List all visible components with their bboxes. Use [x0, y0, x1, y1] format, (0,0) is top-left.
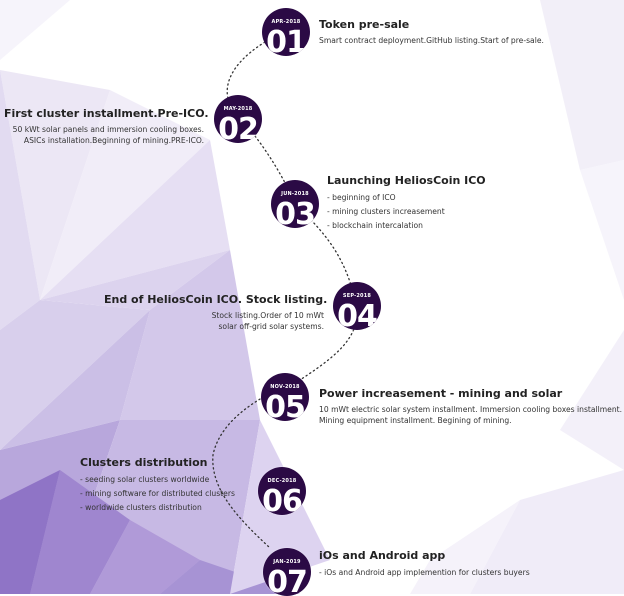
- timeline-date: JUN-2018: [281, 191, 309, 197]
- milestone-launching-ico: Launching HeliosCoin ICO - beginning of …: [327, 174, 486, 233]
- list-item: - worldwide clusters distribution: [80, 503, 202, 512]
- milestone-description: Smart contract deployment.GitHub listing…: [319, 36, 544, 45]
- milestone-description-line: 10 mWt electric solar system installment…: [319, 405, 623, 414]
- milestone-description-line: ASICs installation.Beginning of mining.P…: [23, 136, 204, 145]
- milestone-description-line: 50 kWt solar panels and immersion coolin…: [12, 125, 204, 134]
- list-item: - mining clusters increasement: [327, 207, 445, 216]
- milestone-description-line: solar off-grid solar systems.: [218, 322, 324, 331]
- milestone-clusters-distribution: Clusters distribution - seeding solar cl…: [80, 456, 235, 515]
- timeline-node-04: SEP-2018 04: [333, 282, 381, 330]
- timeline-number: 06: [262, 484, 303, 516]
- timeline-node-03: JUN-2018 03: [271, 180, 319, 228]
- timeline-node-01: APR-2018 01: [262, 8, 310, 56]
- milestone-description-line: Mining equipment installment. Begining o…: [319, 416, 512, 425]
- timeline-date: APR-2018: [271, 19, 301, 25]
- timeline-node-06: DEC-2018 06: [258, 467, 306, 515]
- milestone-ios-android-app: iOs and Android app - iOs and Android ap…: [319, 549, 530, 580]
- timeline-number: 07: [267, 565, 308, 596]
- milestone-bullets: - seeding solar clusters worldwide - min…: [80, 473, 235, 515]
- milestone-description: Stock listing.Order of 10 mWt solar off-…: [104, 310, 324, 332]
- timeline-node-02: MAY-2018 02: [214, 95, 262, 143]
- milestone-power-increasement: Power increasement - mining and solar 10…: [319, 387, 622, 426]
- list-item: - beginning of ICO: [327, 193, 396, 202]
- list-item: - iOs and Android app implemention for c…: [319, 568, 530, 577]
- milestone-bullets: - beginning of ICO - mining clusters inc…: [327, 191, 486, 233]
- timeline-number: 01: [266, 25, 307, 57]
- milestone-description-line: Stock listing.Order of 10 mWt: [211, 311, 324, 320]
- timeline-number: 03: [275, 197, 316, 229]
- milestone-title: Clusters distribution: [80, 456, 208, 469]
- milestone-title: Launching HeliosCoin ICO: [327, 174, 486, 187]
- milestone-title: iOs and Android app: [319, 549, 446, 562]
- timeline-date: NOV-2018: [270, 384, 300, 390]
- timeline-node-07: JAN-2019 07: [263, 548, 311, 596]
- milestone-title: First cluster installment.Pre-ICO.: [4, 107, 209, 120]
- milestone-end-of-ico: End of HeliosCoin ICO. Stock listing. St…: [104, 293, 328, 332]
- milestone-bullets: - iOs and Android app implemention for c…: [319, 566, 530, 580]
- milestone-token-presale: Token pre-sale Smart contract deployment…: [319, 18, 544, 46]
- milestone-first-cluster: First cluster installment.Pre-ICO. 50 kW…: [4, 107, 209, 146]
- timeline-number: 04: [337, 299, 378, 331]
- list-item: - blockchain intercalation: [327, 221, 423, 230]
- timeline-date: MAY-2018: [223, 106, 253, 112]
- timeline-date: JAN-2019: [273, 559, 301, 565]
- timeline-number: 05: [265, 390, 306, 422]
- milestone-description: 10 mWt electric solar system installment…: [319, 404, 622, 426]
- milestone-title: Power increasement - mining and solar: [319, 387, 563, 400]
- list-item: - seeding solar clusters worldwide: [80, 475, 210, 484]
- milestone-title: End of HeliosCoin ICO. Stock listing.: [104, 293, 328, 306]
- timeline-number: 02: [218, 112, 259, 144]
- list-item: - mining software for distributed cluste…: [80, 489, 235, 498]
- timeline-date: DEC-2018: [267, 478, 297, 484]
- timeline-node-05: NOV-2018 05: [261, 373, 309, 421]
- milestone-title: Token pre-sale: [319, 18, 410, 31]
- milestone-description: 50 kWt solar panels and immersion coolin…: [4, 124, 204, 146]
- timeline-date: SEP-2018: [342, 293, 372, 299]
